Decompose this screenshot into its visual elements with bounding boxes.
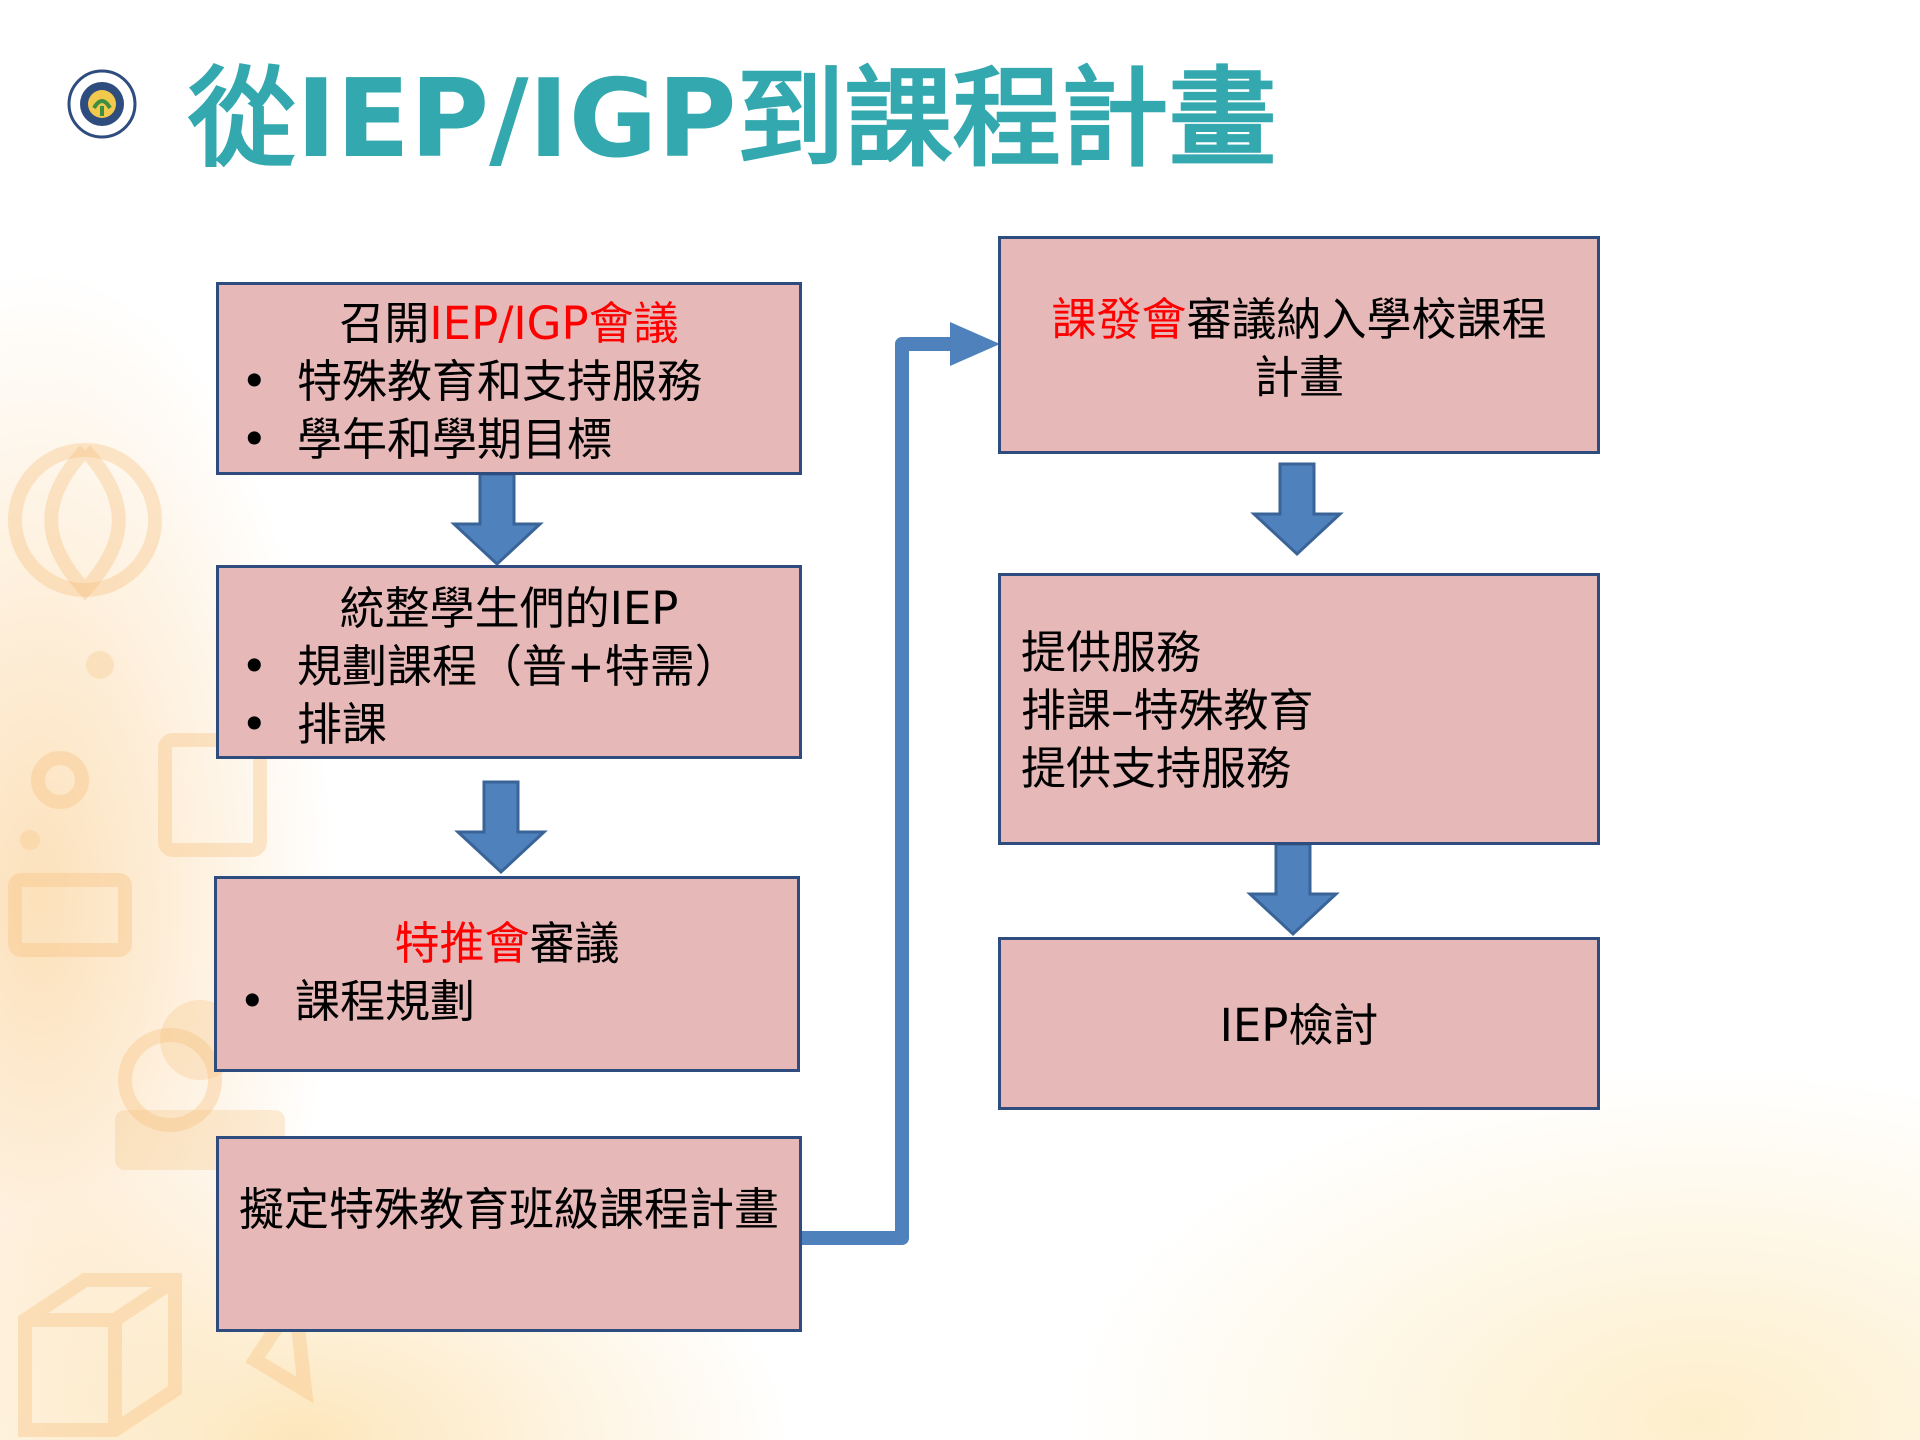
step-heading: 統整學生們的IEP [339,582,679,635]
globe-icon [8,443,162,597]
service-line: 提供服務 [1021,626,1202,679]
bullet-list: 特殊教育和支持服務 學年和學期目標 [219,353,799,469]
scissors-icon [31,751,89,809]
connector-line [800,337,960,1245]
down-arrow-2-icon [454,780,548,875]
down-arrow-3-icon [1250,462,1344,557]
down-arrow-4-icon [1246,842,1340,937]
bullet-item: 特殊教育和支持服務 [241,353,799,411]
step-special-ed-committee-review: 特推會審議 課程規劃 [214,876,800,1072]
down-arrow-1-icon [450,472,544,567]
step-draft-class-curriculum: 擬定特殊教育班級課程計畫 [216,1136,802,1332]
text-highlight: 課發會 [1051,293,1187,346]
step-provide-services: 提供服務 排課–特殊教育 提供支持服務 [998,573,1600,845]
step-heading: 召開IEP/IGP會議 [219,295,799,353]
page-title: 從IEP/IGP到課程計畫 [188,57,1277,182]
heading-highlight: IEP/IGP會議 [429,297,679,350]
heading-highlight: 特推會 [394,917,530,970]
step-text: 擬定特殊教育班級課程計畫 [238,1183,779,1236]
globe-meridian-icon [44,445,126,601]
bullet-item: 規劃課程（普+特需） [241,638,799,696]
briefcase-icon [8,873,132,957]
step-text: IEP檢討 [1219,999,1379,1052]
molecule-icon [86,651,114,679]
heading-text: 審議 [529,917,620,970]
step-text: 課發會審議納入學校課程計畫 [1031,291,1567,407]
clock-icon [118,1028,222,1132]
dot-icon [20,830,40,850]
cube-icon [18,1273,182,1437]
bullet-item: 課程規劃 [239,973,797,1031]
connector-arrow-head-icon [950,322,1000,366]
bullet-list: 規劃課程（普+特需） 排課 [219,638,799,754]
calculator-icon [158,733,267,857]
bullet-list: 課程規劃 [217,973,797,1031]
ministry-of-education-seal-icon [67,69,137,139]
step-heading: 特推會審議 [217,915,797,973]
bullet-item: 排課 [241,696,799,754]
heading-text: 召開 [339,297,430,350]
service-line: 排課–特殊教育 [1021,684,1314,737]
service-line: 提供支持服務 [1021,742,1292,795]
bullet-item: 學年和學期目標 [241,411,799,469]
text-body: 審議納入學校課程計畫 [1186,293,1547,404]
step-curriculum-committee-review: 課發會審議納入學校課程計畫 [998,236,1600,454]
step-iep-igp-meeting: 召開IEP/IGP會議 特殊教育和支持服務 學年和學期目標 [216,282,802,475]
step-iep-review: IEP檢討 [998,937,1600,1110]
step-integrate-iep: 統整學生們的IEP 規劃課程（普+特需） 排課 [216,565,802,759]
